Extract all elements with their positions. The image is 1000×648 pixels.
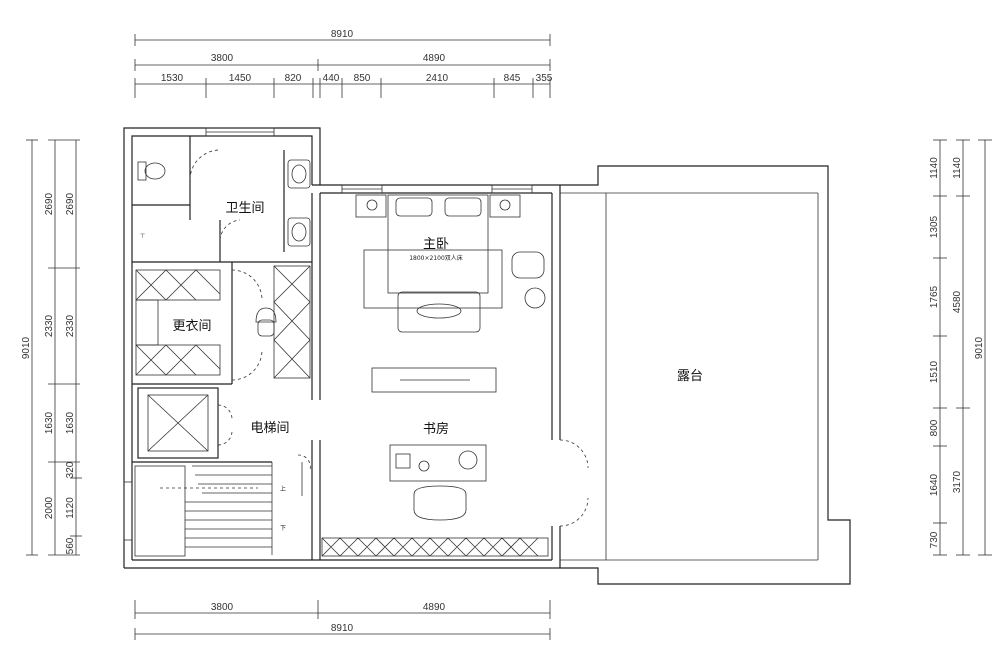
toilet-icon	[137, 161, 166, 181]
sofa-icon	[397, 291, 481, 333]
study-chair-icon	[413, 485, 467, 521]
stair-up-label: 上	[280, 485, 286, 493]
dim-left-inner-2: 2330	[65, 314, 76, 337]
dim-top-seg-1: 1530	[161, 73, 184, 84]
dim-right-inner-5: 800	[929, 419, 940, 436]
dim-bottom-left: 3800	[211, 602, 234, 613]
elevator-room: 电梯间	[137, 387, 290, 459]
dim-right-mid-2: 4580	[952, 290, 963, 313]
dim-right-mid-1: 1140	[952, 157, 963, 179]
dim-bottom-total: 8910	[331, 623, 354, 634]
dim-top-total: 8910	[331, 29, 354, 40]
dim-right-inner-7: 730	[929, 531, 940, 548]
dim-right-total: 9010	[974, 336, 985, 359]
desk-icon	[389, 444, 487, 482]
dim-top-seg-6: 2410	[426, 73, 449, 84]
study: 书房	[321, 421, 589, 557]
armchair-icon	[511, 251, 546, 309]
staircase: 上 下	[132, 454, 311, 557]
dim-left-outer-combined: 2000	[44, 496, 55, 519]
dim-top-seg-5: 850	[354, 73, 371, 84]
dim-left-inner-6: 560	[65, 537, 76, 554]
dim-top-right: 4890	[423, 53, 446, 64]
bed-icon	[387, 194, 489, 294]
tv-cabinet-icon	[371, 367, 497, 393]
nightstand-left-icon	[355, 194, 387, 218]
room-label-master-bedroom: 主卧	[423, 237, 449, 252]
dim-right-inner-3: 1765	[929, 285, 940, 308]
dim-bottom-right: 4890	[423, 602, 446, 613]
dim-left-inner-3: 1630	[65, 411, 76, 434]
room-label-wardrobe: 更衣间	[172, 318, 211, 334]
dim-left-outer-1: 2690	[44, 192, 55, 215]
dim-left-outer-3: 1630	[44, 411, 55, 434]
master-bedroom: 主卧 1800×2100双人床	[355, 194, 546, 393]
right-dimensions: 1140 1305 1765 1510 800 1640 730 1140 45…	[929, 139, 992, 556]
wardrobe: 更衣间	[132, 262, 311, 385]
dim-left-total: 9010	[21, 336, 32, 359]
dim-top-seg-8: 355	[536, 73, 553, 84]
dim-left-inner-1: 2690	[65, 192, 76, 215]
bed-size-label: 1800×2100双人床	[409, 254, 463, 262]
stair-down-label: 下	[280, 525, 286, 532]
dim-right-inner-6: 1640	[929, 473, 940, 496]
room-label-elevator: 电梯间	[250, 421, 289, 436]
chair-icon	[255, 307, 277, 337]
dim-left-outer-2: 2330	[44, 314, 55, 337]
top-dimensions: 8910 3800 4890 1530 1450 820 440 850 241…	[134, 29, 553, 98]
dim-top-seg-3: 820	[285, 73, 302, 84]
dim-right-inner-2: 1305	[929, 215, 940, 238]
bottom-dimensions: 3800 4890 8910	[134, 600, 551, 640]
dim-top-seg-7: 845	[504, 73, 521, 84]
terrace-area: 露台	[560, 165, 851, 585]
bathroom: ⊤ 卫生间	[132, 136, 312, 263]
dim-right-inner-1: 1140	[929, 157, 940, 179]
room-label-study: 书房	[423, 421, 449, 437]
exterior-walls	[123, 127, 561, 569]
dim-right-inner-4: 1510	[929, 360, 940, 383]
dim-top-seg-4: 440	[323, 73, 340, 84]
room-label-terrace: 露台	[677, 369, 703, 384]
dim-left-inner-5: 1120	[65, 497, 76, 519]
sink-icon	[287, 159, 311, 247]
dim-left-inner-4: 320	[65, 461, 76, 478]
dim-top-seg-2: 1450	[229, 73, 252, 84]
dim-top-left: 3800	[211, 53, 234, 64]
room-label-bathroom: 卫生间	[225, 201, 264, 216]
dim-right-mid-3: 3170	[952, 470, 963, 493]
shower-icon: ⊤	[140, 233, 145, 240]
nightstand-right-icon	[489, 194, 521, 218]
left-dimensions: 9010 2690 2330 1630 2000 2690 2330 1630 …	[21, 139, 82, 556]
